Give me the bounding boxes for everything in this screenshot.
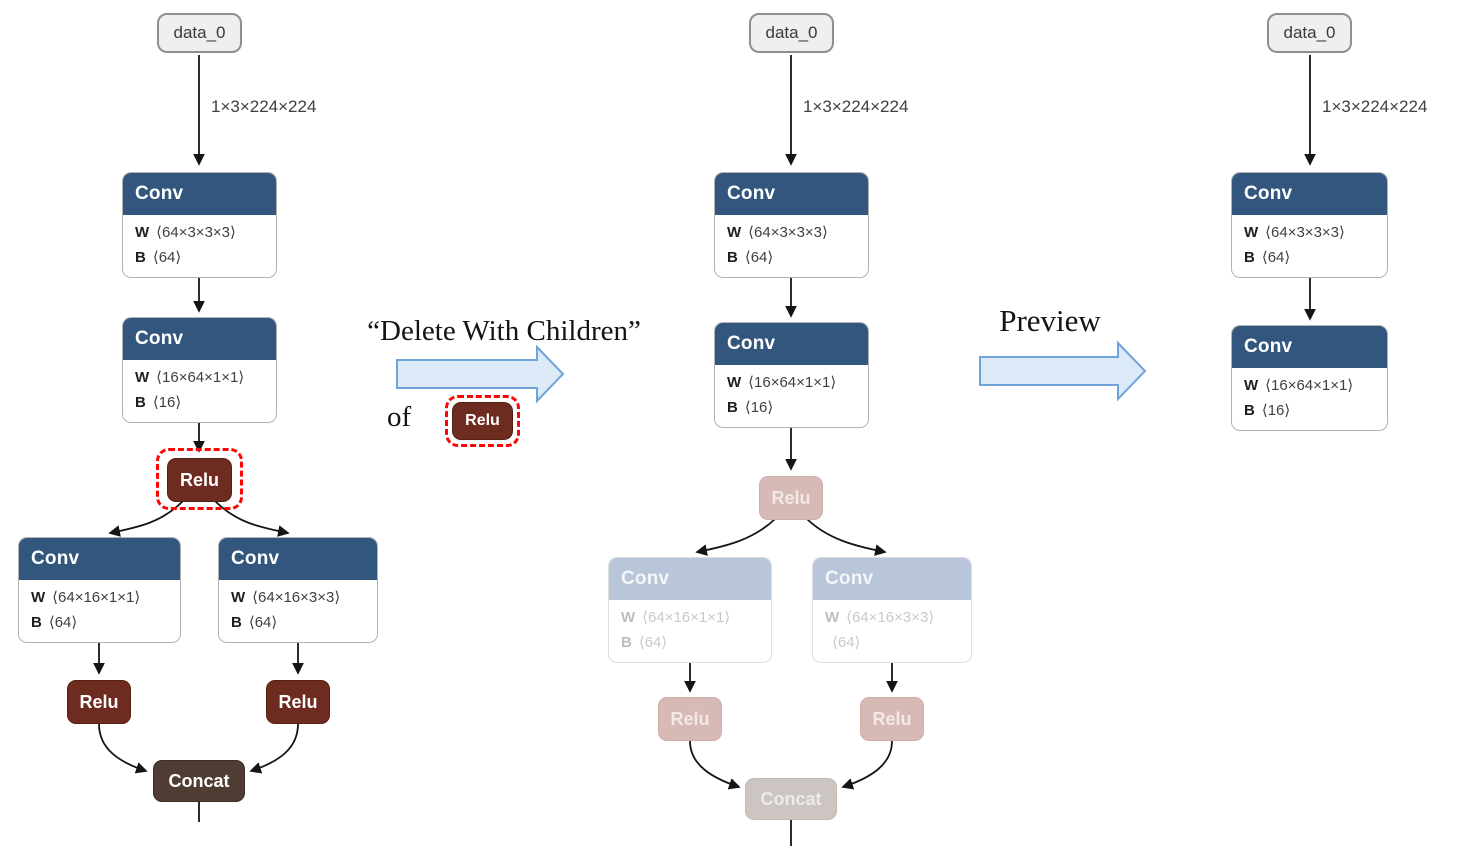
param-w-value: ⟨16×64×1×1⟩ — [748, 374, 837, 391]
d1-conv3-title: Conv — [19, 538, 180, 580]
param-b-value: ⟨16⟩ — [744, 399, 774, 416]
param-b-key: B — [1244, 249, 1255, 266]
d2-node-relu-left-faded[interactable]: Relu — [658, 697, 722, 741]
d2-node-concat-faded[interactable]: Concat — [745, 778, 837, 820]
d3-conv2-params: W ⟨16×64×1×1⟩ B ⟨16⟩ — [1232, 368, 1387, 430]
d3-node-conv1[interactable]: Conv W ⟨64×3×3×3⟩ B ⟨64⟩ — [1231, 172, 1388, 278]
d2-node-data0[interactable]: data_0 — [749, 13, 834, 53]
d1-node-concat[interactable]: Concat — [153, 760, 245, 802]
d2-node-conv2[interactable]: Conv W ⟨16×64×1×1⟩ B ⟨16⟩ — [714, 322, 869, 428]
d1-node-conv1[interactable]: Conv W ⟨64×3×3×3⟩ B ⟨64⟩ — [122, 172, 277, 278]
param-w-key: W — [231, 589, 246, 606]
edge-arrow — [98, 723, 148, 774]
param-w-value: ⟨64×3×3×3⟩ — [1265, 224, 1345, 241]
d1-node-relu-right[interactable]: Relu — [266, 680, 330, 724]
d1-tensor-shape-label: 1×3×224×224 — [211, 97, 317, 116]
param-w-value: ⟨64×16×3×3⟩ — [252, 589, 341, 606]
edge-arrow — [841, 740, 893, 790]
param-b-value: ⟨64⟩ — [744, 249, 774, 266]
d2-conv4-params: W ⟨64×16×3×3⟩ ⟨64⟩ — [813, 600, 971, 662]
highlight-dashed-border — [156, 448, 243, 510]
d3-conv1-params: W ⟨64×3×3×3⟩ B ⟨64⟩ — [1232, 215, 1387, 277]
param-w-key: W — [1244, 377, 1259, 394]
param-w-value: ⟨64×3×3×3⟩ — [748, 224, 828, 241]
param-w-value: ⟨16×64×1×1⟩ — [1265, 377, 1354, 394]
d2-node-relu-faded[interactable]: Relu — [759, 476, 823, 520]
d2-conv3-params: W ⟨64×16×1×1⟩ B ⟨64⟩ — [609, 600, 771, 662]
param-b-value: ⟨64⟩ — [152, 249, 182, 266]
param-b-value: ⟨16⟩ — [152, 394, 182, 411]
param-b-key: B — [135, 249, 146, 266]
param-b-value: ⟨64⟩ — [638, 634, 668, 651]
param-b-key: B — [231, 614, 242, 631]
d2-conv2-params: W ⟨16×64×1×1⟩ B ⟨16⟩ — [715, 365, 868, 427]
highlight-dashed-border — [445, 395, 520, 447]
param-w-value: ⟨64×16×1×1⟩ — [642, 609, 731, 626]
of-label: of — [387, 401, 412, 433]
param-b-key: B — [727, 249, 738, 266]
d1-node-relu-left[interactable]: Relu — [67, 680, 131, 724]
param-b-value: ⟨64⟩ — [1261, 249, 1291, 266]
d3-tensor-shape-label: 1×3×224×224 — [1322, 97, 1428, 116]
block-arrow-icon — [979, 340, 1147, 402]
param-b-value: ⟨16⟩ — [1261, 402, 1291, 419]
d1-node-conv3[interactable]: Conv W ⟨64×16×1×1⟩ B ⟨64⟩ — [18, 537, 181, 643]
d1-conv3-params: W ⟨64×16×1×1⟩ B ⟨64⟩ — [19, 580, 180, 642]
param-w-key: W — [621, 609, 636, 626]
d2-node-conv3-faded[interactable]: Conv W ⟨64×16×1×1⟩ B ⟨64⟩ — [608, 557, 772, 663]
param-w-key: W — [1244, 224, 1259, 241]
param-w-key: W — [727, 224, 742, 241]
param-b-key: B — [621, 634, 632, 651]
d1-node-conv2[interactable]: Conv W ⟨16×64×1×1⟩ B ⟨16⟩ — [122, 317, 277, 423]
d3-conv2-title: Conv — [1232, 326, 1387, 368]
d2-node-conv4-faded[interactable]: Conv W ⟨64×16×3×3⟩ ⟨64⟩ — [812, 557, 972, 663]
d1-conv1-params: W ⟨64×3×3×3⟩ B ⟨64⟩ — [123, 215, 276, 277]
param-w-value: ⟨64×16×1×1⟩ — [52, 589, 141, 606]
relu-chip: Relu — [452, 402, 513, 440]
d1-conv1-title: Conv — [123, 173, 276, 215]
d2-conv2-title: Conv — [715, 323, 868, 365]
edge-arrow — [806, 518, 887, 556]
d2-conv3-title: Conv — [609, 558, 771, 600]
param-w-value: ⟨64×3×3×3⟩ — [156, 224, 236, 241]
param-b-key: B — [1244, 402, 1255, 419]
d2-conv4-title: Conv — [813, 558, 971, 600]
param-w-key: W — [31, 589, 46, 606]
d1-node-data0[interactable]: data_0 — [157, 13, 242, 53]
d2-conv1-params: W ⟨64×3×3×3⟩ B ⟨64⟩ — [715, 215, 868, 277]
d2-conv1-title: Conv — [715, 173, 868, 215]
d1-conv2-title: Conv — [123, 318, 276, 360]
param-w-key: W — [135, 369, 150, 386]
edge-arrow — [689, 740, 741, 790]
block-arrow-icon — [396, 344, 565, 404]
param-w-key: W — [727, 374, 742, 391]
param-b-key: B — [727, 399, 738, 416]
d3-node-conv2[interactable]: Conv W ⟨16×64×1×1⟩ B ⟨16⟩ — [1231, 325, 1388, 431]
param-w-value: ⟨64×16×3×3⟩ — [846, 609, 935, 626]
param-b-value: ⟨64⟩ — [832, 634, 861, 651]
d2-node-relu-right-faded[interactable]: Relu — [860, 697, 924, 741]
param-w-key: W — [135, 224, 150, 241]
d1-node-relu-selected[interactable]: Relu — [167, 458, 232, 502]
d1-conv2-params: W ⟨16×64×1×1⟩ B ⟨16⟩ — [123, 360, 276, 422]
param-b-key: B — [31, 614, 42, 631]
delete-with-children-label: “Delete With Children” — [367, 315, 641, 347]
param-b-value: ⟨64⟩ — [248, 614, 278, 631]
d1-conv4-params: W ⟨64×16×3×3⟩ B ⟨64⟩ — [219, 580, 377, 642]
d1-conv4-title: Conv — [219, 538, 377, 580]
param-w-value: ⟨16×64×1×1⟩ — [156, 369, 245, 386]
param-b-value: ⟨64⟩ — [48, 614, 78, 631]
d3-node-data0[interactable]: data_0 — [1267, 13, 1352, 53]
d3-conv1-title: Conv — [1232, 173, 1387, 215]
d2-tensor-shape-label: 1×3×224×224 — [803, 97, 909, 116]
d1-node-conv4[interactable]: Conv W ⟨64×16×3×3⟩ B ⟨64⟩ — [218, 537, 378, 643]
edge-arrow — [249, 723, 299, 774]
preview-label: Preview — [999, 303, 1101, 338]
edge-arrow — [695, 518, 776, 556]
d2-node-conv1[interactable]: Conv W ⟨64×3×3×3⟩ B ⟨64⟩ — [714, 172, 869, 278]
param-w-key: W — [825, 609, 840, 626]
param-b-key: B — [135, 394, 146, 411]
